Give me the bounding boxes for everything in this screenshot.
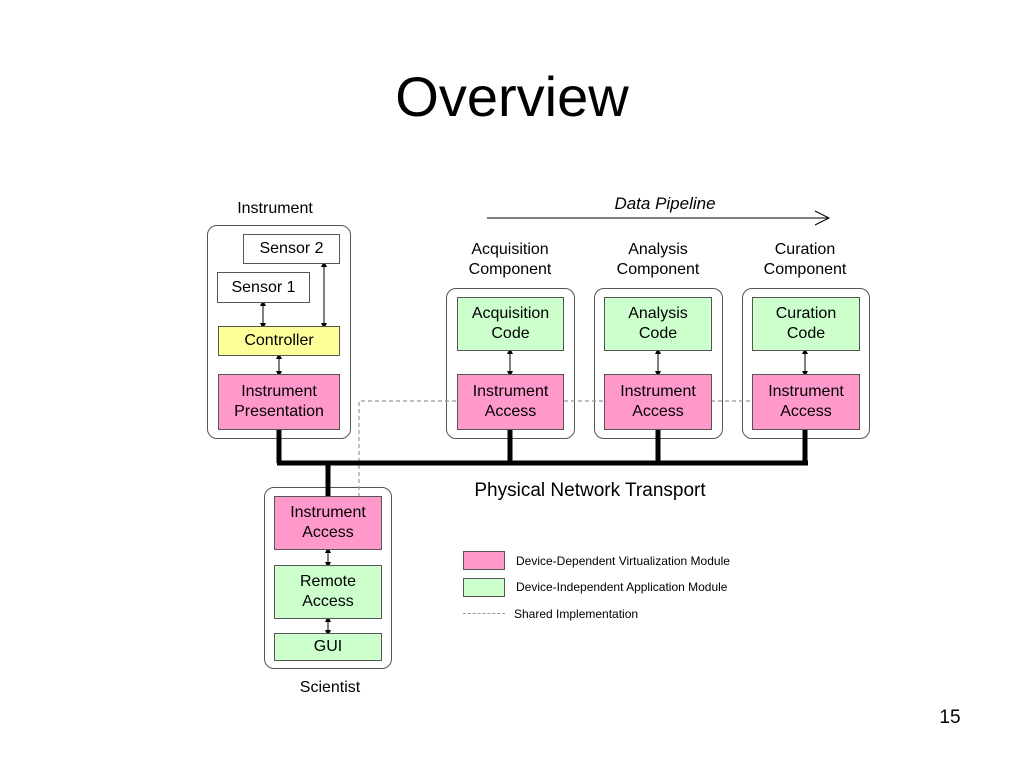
physical-network-transport-label: Physical Network Transport (474, 480, 706, 501)
slide-title: Overview (395, 65, 629, 128)
physical-network-bus (276, 430, 808, 496)
acquisition-instrument-access-box: Instrument Access (457, 374, 564, 430)
instrument-title: Instrument (237, 200, 313, 217)
gui-box: GUI (274, 633, 382, 661)
legend-label-dependent: Device-Dependent Virtualization Module (516, 554, 730, 568)
curation-code-box: Curation Code (752, 297, 860, 351)
legend-label-independent: Device-Independent Application Module (516, 580, 728, 594)
remote-access-box: Remote Access (274, 565, 382, 619)
page-number: 15 (939, 707, 961, 728)
sensor-2-box: Sensor 2 (243, 234, 340, 264)
acquisition-component-title: Acquisition Component (468, 241, 552, 278)
legend-swatch-shared (463, 613, 505, 614)
sensor-1-box: Sensor 1 (217, 272, 310, 303)
controller-box: Controller (218, 326, 340, 356)
legend-swatch-dependent (463, 551, 505, 570)
instrument-presentation-box: Instrument Presentation (218, 374, 340, 430)
analysis-instrument-access-box: Instrument Access (604, 374, 712, 430)
scientist-title: Scientist (299, 679, 361, 696)
data-pipeline-arrow (487, 210, 831, 226)
data-pipeline-label: Data Pipeline (614, 194, 716, 213)
scientist-instrument-access-box: Instrument Access (274, 496, 382, 550)
curation-instrument-access-box: Instrument Access (752, 374, 860, 430)
legend-swatch-independent (463, 578, 505, 597)
curation-component-title: Curation Component (763, 241, 847, 278)
analysis-code-box: Analysis Code (604, 297, 712, 351)
legend-label-shared: Shared Implementation (514, 607, 639, 621)
analysis-component-title: Analysis Component (616, 241, 700, 278)
acquisition-code-box: Acquisition Code (457, 297, 564, 351)
